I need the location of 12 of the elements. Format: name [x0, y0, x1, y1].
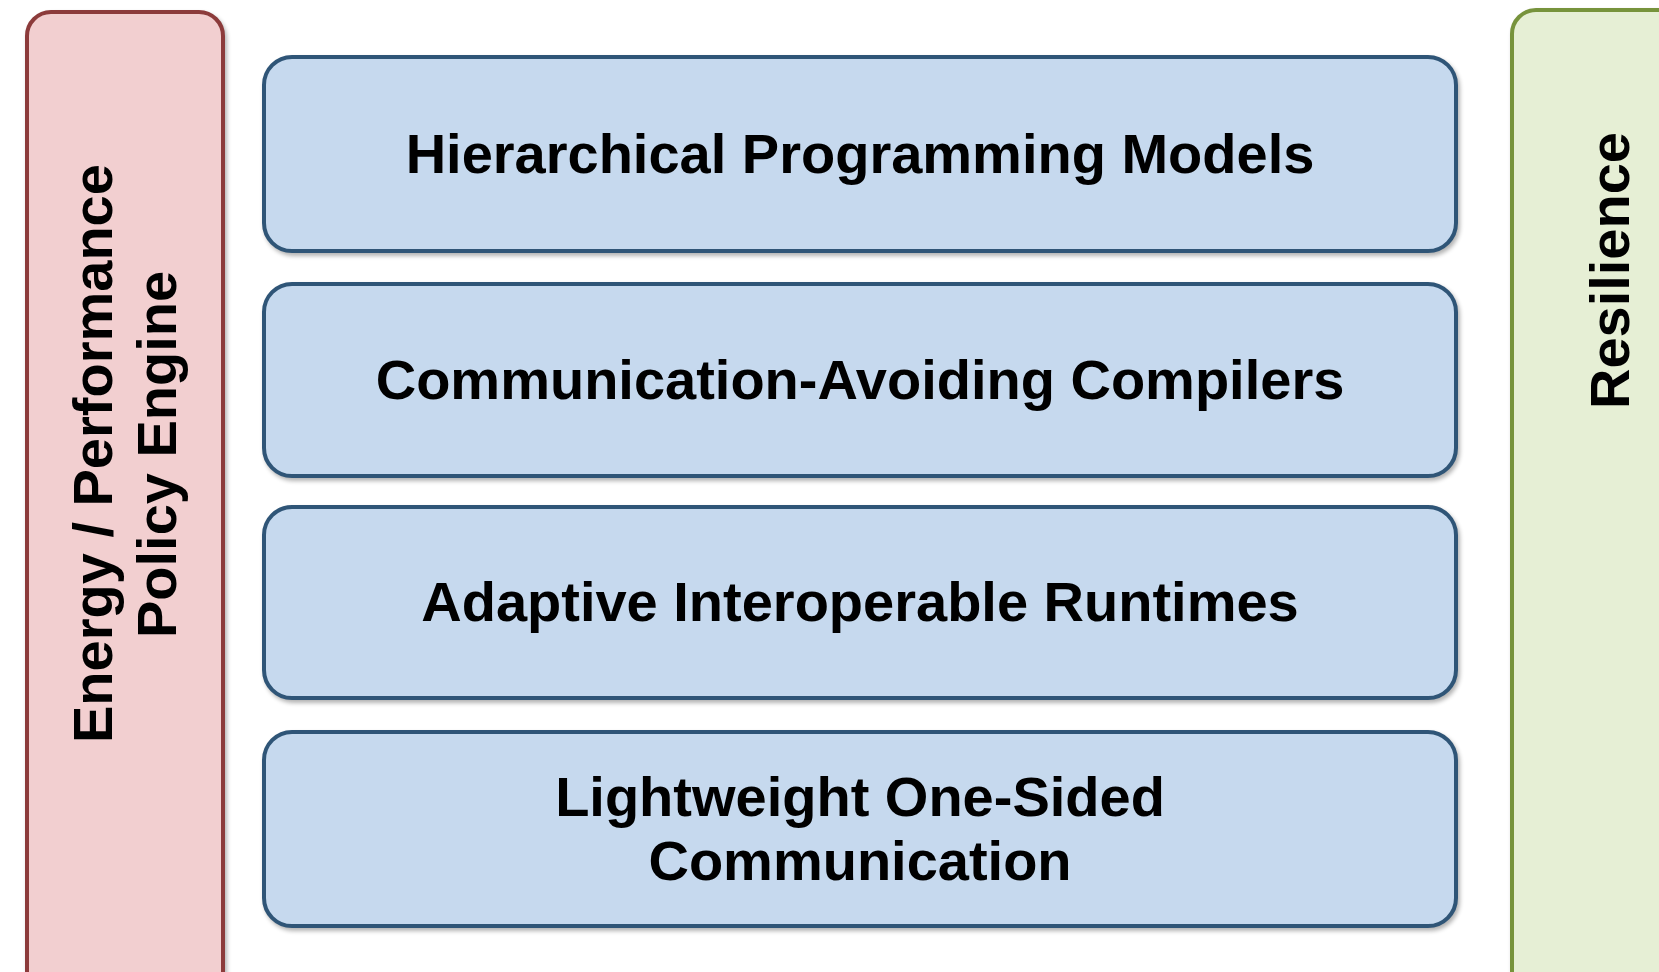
layer-label: Hierarchical Programming Models — [405, 121, 1315, 187]
layer-box — [262, 55, 1458, 253]
side-label: Resilience — [1577, 132, 1642, 410]
layer-label: Communication-Avoiding Compilers — [375, 347, 1345, 413]
layer-box — [262, 505, 1458, 700]
layer-box — [262, 730, 1458, 928]
layer-label: Lightweight One-Sided Communication — [554, 764, 1166, 894]
layer-box — [262, 282, 1458, 478]
layer-label: Adaptive Interoperable Runtimes — [421, 570, 1299, 635]
side-bar — [25, 10, 225, 972]
side-bar — [1510, 8, 1659, 972]
side-label: Energy / Performance Policy Engine — [60, 163, 189, 746]
